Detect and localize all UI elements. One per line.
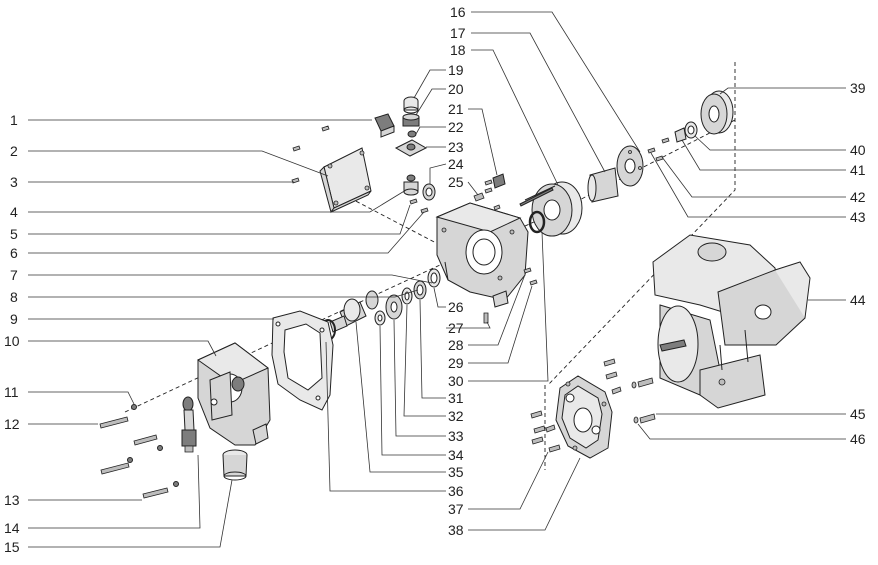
part-44-engine	[652, 234, 811, 409]
part-37-screws	[530, 358, 622, 453]
part-11-washers	[127, 404, 179, 487]
part-10-pump-housing	[197, 342, 271, 446]
part-33-bearing	[385, 294, 403, 320]
callout-21: 21	[448, 101, 464, 117]
part-9-gasket	[271, 310, 334, 411]
callout-41: 41	[850, 162, 866, 178]
part-12-13-bolts	[99, 416, 169, 499]
callout-26: 26	[448, 299, 464, 315]
part-45-46-bolts	[631, 377, 656, 424]
part-41-nut	[674, 127, 687, 143]
callout-36: 36	[448, 483, 464, 499]
callout-20: 20	[448, 81, 464, 97]
callout-14: 14	[4, 520, 20, 536]
part-22-nut	[407, 130, 417, 138]
part-2-control-box	[319, 147, 372, 214]
part-30-oring	[528, 210, 546, 234]
part-19-cap	[403, 96, 419, 114]
part-24-bearing	[422, 183, 436, 201]
callout-35: 35	[448, 464, 464, 480]
part-14-fitting	[181, 396, 197, 453]
part-1-switch	[374, 113, 395, 138]
callout-1: 1	[10, 112, 18, 128]
callout-30: 30	[448, 373, 464, 389]
part-20-knob	[402, 113, 420, 127]
callout-3: 3	[10, 174, 18, 190]
callout-22: 22	[448, 119, 464, 135]
callout-6: 6	[10, 245, 18, 261]
part-38-cover	[555, 375, 613, 459]
part-27-28-studs	[483, 267, 538, 324]
part-26-washer	[427, 268, 441, 288]
callout-8: 8	[10, 289, 18, 305]
part-35-shaft	[329, 290, 379, 333]
part-25-screw	[473, 192, 485, 202]
callout-29: 29	[448, 355, 464, 371]
callout-43: 43	[850, 209, 866, 225]
leader-lines	[28, 11, 846, 548]
part-15-cup	[222, 449, 248, 481]
callout-4: 4	[10, 204, 18, 220]
callout-labels: 1 2 3 4 5 6 7 8 9 10 11 12 13 14 15 16 1…	[4, 4, 866, 555]
callout-19: 19	[448, 62, 464, 78]
part-5-6-screws	[409, 198, 429, 214]
part-18-gear	[524, 181, 583, 237]
callout-17: 17	[450, 25, 466, 41]
part-39-pulley	[700, 90, 734, 135]
callout-2: 2	[10, 143, 18, 159]
part-31-seal	[413, 280, 427, 300]
callout-46: 46	[850, 431, 866, 447]
callout-13: 13	[4, 492, 20, 508]
callout-15: 15	[4, 539, 20, 555]
callout-11: 11	[4, 384, 19, 400]
part-40-washer	[684, 121, 698, 139]
callout-32: 32	[448, 408, 464, 424]
part-16-flange	[587, 145, 644, 203]
callout-34: 34	[448, 447, 464, 463]
callout-28: 28	[448, 337, 464, 353]
callout-37: 37	[448, 501, 464, 517]
callout-24: 24	[448, 156, 464, 172]
part-17-pin	[519, 187, 554, 207]
callout-23: 23	[448, 139, 464, 155]
callout-44: 44	[850, 292, 866, 308]
callout-10: 10	[4, 333, 20, 349]
callout-25: 25	[448, 174, 464, 190]
callout-39: 39	[850, 80, 866, 96]
callout-45: 45	[850, 406, 866, 422]
callout-5: 5	[10, 226, 18, 242]
control-box-screws	[291, 125, 330, 184]
callout-33: 33	[448, 428, 464, 444]
part-4-knob	[403, 174, 419, 196]
callout-42: 42	[850, 189, 866, 205]
part-21-fittings	[484, 173, 506, 211]
gear-housing	[435, 202, 529, 308]
callout-7: 7	[10, 267, 18, 283]
callout-9: 9	[10, 311, 18, 327]
callout-31: 31	[448, 390, 464, 406]
part-34-washer	[374, 310, 386, 326]
callout-16: 16	[450, 4, 466, 20]
callout-40: 40	[850, 142, 866, 158]
part-23-plate	[394, 139, 428, 157]
part-42-43-screws	[647, 137, 670, 162]
part-32-seal	[401, 287, 413, 305]
callout-12: 12	[4, 416, 20, 432]
callout-18: 18	[450, 42, 466, 58]
callout-27: 27	[448, 320, 464, 336]
callout-38: 38	[448, 522, 464, 538]
